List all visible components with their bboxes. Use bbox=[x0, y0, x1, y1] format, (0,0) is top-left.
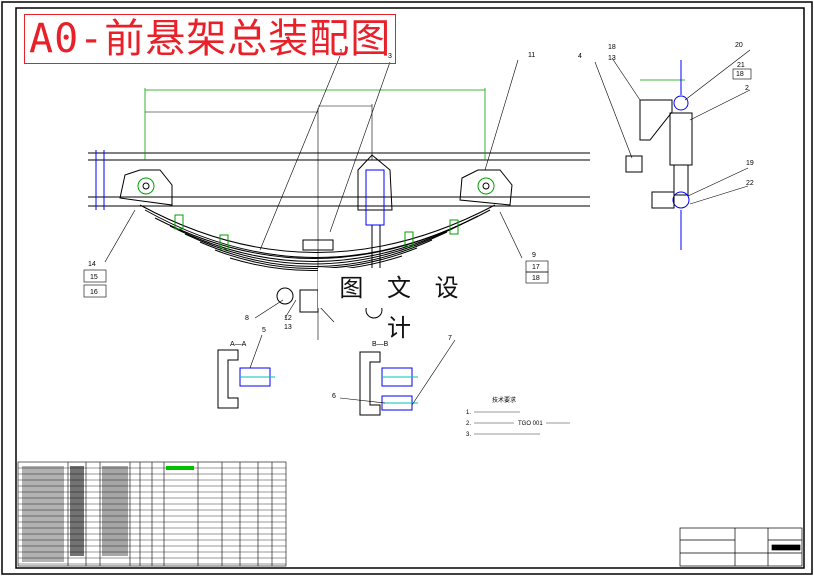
parts-list-table bbox=[17, 461, 287, 567]
balloon-1: 1 bbox=[339, 49, 343, 56]
balloon-20: 20 bbox=[735, 42, 743, 49]
balloon-3: 3 bbox=[388, 53, 392, 60]
watermark: 图 文 设 计 bbox=[318, 268, 488, 342]
section-b-label: B—B bbox=[372, 341, 389, 348]
tech-note-3: 3. bbox=[466, 432, 471, 438]
section-a bbox=[217, 349, 275, 409]
inner-border bbox=[15, 7, 805, 569]
balloon-12: 12 bbox=[284, 315, 292, 322]
section-a-label: A—A bbox=[230, 341, 247, 348]
balloon-13: 13 bbox=[284, 324, 292, 331]
frame-rail bbox=[88, 150, 590, 210]
dimension-lines bbox=[144, 79, 685, 160]
balloon-2: 2 bbox=[745, 85, 749, 92]
balloon-7: 7 bbox=[448, 335, 452, 342]
balloon-8: 8 bbox=[245, 315, 249, 322]
tech-note-1: 1. bbox=[466, 410, 471, 416]
balloon-18: 18 bbox=[532, 275, 540, 282]
balloon-4: 4 bbox=[578, 53, 582, 60]
tech-note-lines bbox=[474, 411, 570, 435]
balloon-22: 22 bbox=[746, 180, 754, 187]
tech-note-2: 2. bbox=[466, 421, 471, 427]
parts-list-fill bbox=[22, 466, 128, 562]
part-numbers: 1 2 3 4 5 6 7 8 9 11 12 13 13 14 15 16 1… bbox=[88, 42, 754, 400]
spring-clips bbox=[174, 214, 459, 250]
balloon-boxes bbox=[83, 68, 752, 298]
leader-lines bbox=[104, 49, 751, 406]
drawing-title: A0-前悬架总装配图 bbox=[24, 14, 397, 64]
balloon-21: 21 bbox=[737, 62, 745, 69]
balloon-11: 11 bbox=[528, 52, 535, 59]
parts-list-rows bbox=[18, 467, 286, 565]
balloon-6: 6 bbox=[332, 393, 336, 400]
parts-list-highlight bbox=[166, 466, 194, 470]
balloon-13b: 13 bbox=[608, 55, 616, 62]
shock-lower-mount bbox=[276, 287, 319, 313]
section-b bbox=[359, 351, 418, 416]
balloon-18b: 18 bbox=[608, 44, 616, 51]
leaf-spring bbox=[139, 204, 496, 271]
balloon-16: 16 bbox=[90, 289, 98, 296]
balloon-17: 17 bbox=[532, 264, 540, 271]
title-block bbox=[679, 527, 803, 567]
tech-note-2-code: TGO 001 bbox=[518, 421, 543, 427]
shock-absorber bbox=[651, 60, 693, 250]
balloon-18c: 18 bbox=[736, 71, 744, 78]
rear-bracket bbox=[459, 169, 513, 206]
balloon-15: 15 bbox=[90, 274, 98, 281]
balloon-14: 14 bbox=[88, 261, 96, 268]
front-bracket bbox=[119, 169, 173, 206]
axle-assembly bbox=[302, 154, 393, 319]
balloon-5: 5 bbox=[262, 327, 266, 334]
balloon-19: 19 bbox=[746, 160, 754, 167]
tech-notes-title: 技术要求 bbox=[492, 396, 516, 404]
top-bracket bbox=[625, 99, 673, 173]
balloon-9: 9 bbox=[532, 252, 536, 259]
